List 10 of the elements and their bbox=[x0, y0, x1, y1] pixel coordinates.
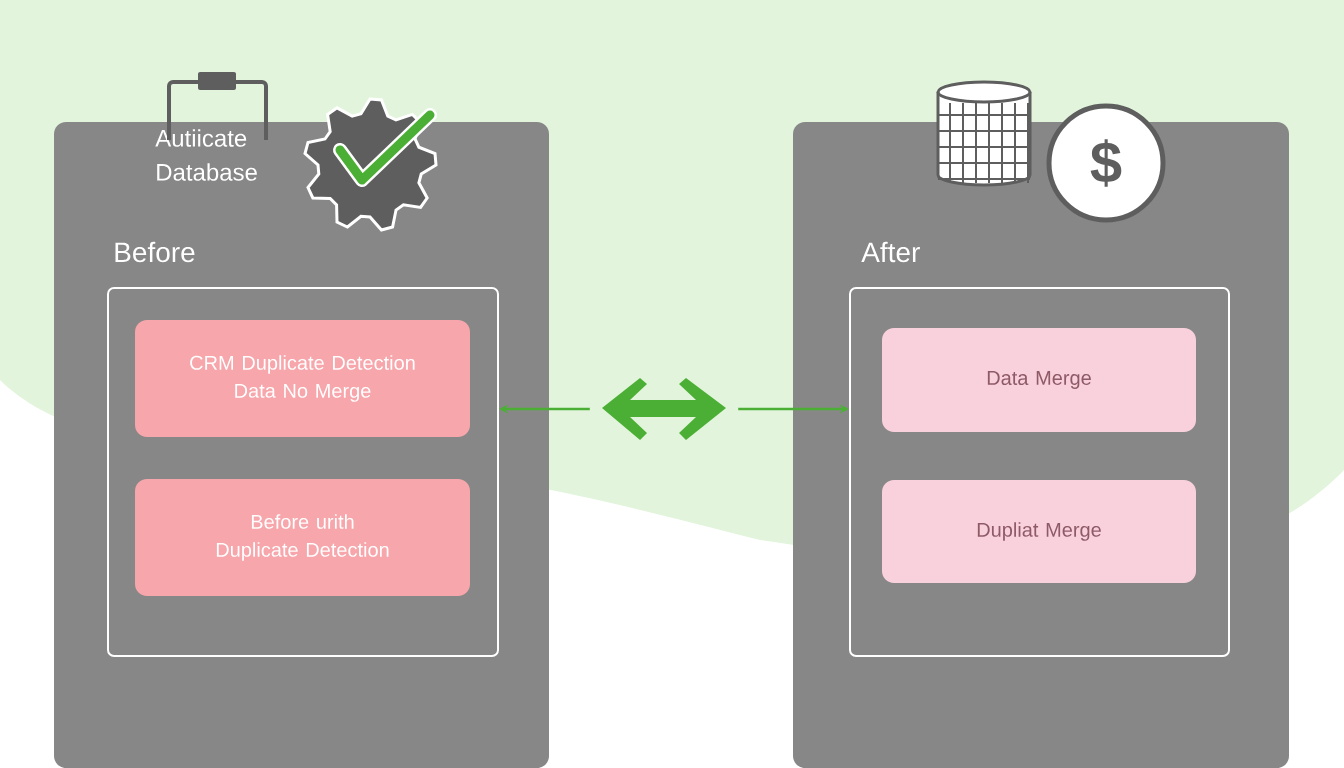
process-box: Before urith Duplicate Detection bbox=[135, 479, 470, 596]
panel-title: Autiicate Database bbox=[155, 129, 257, 181]
process-box: Data Merge bbox=[882, 328, 1196, 432]
process-box: CRM Duplicate Detection Data No Merge bbox=[135, 320, 470, 437]
panel-heading: Before bbox=[115, 241, 195, 263]
process-box: Dupliat Merge bbox=[882, 480, 1196, 583]
frame-box bbox=[849, 287, 1230, 657]
double-arrow bbox=[602, 378, 726, 440]
frame-box bbox=[107, 287, 499, 657]
panel-heading: After bbox=[861, 241, 920, 263]
